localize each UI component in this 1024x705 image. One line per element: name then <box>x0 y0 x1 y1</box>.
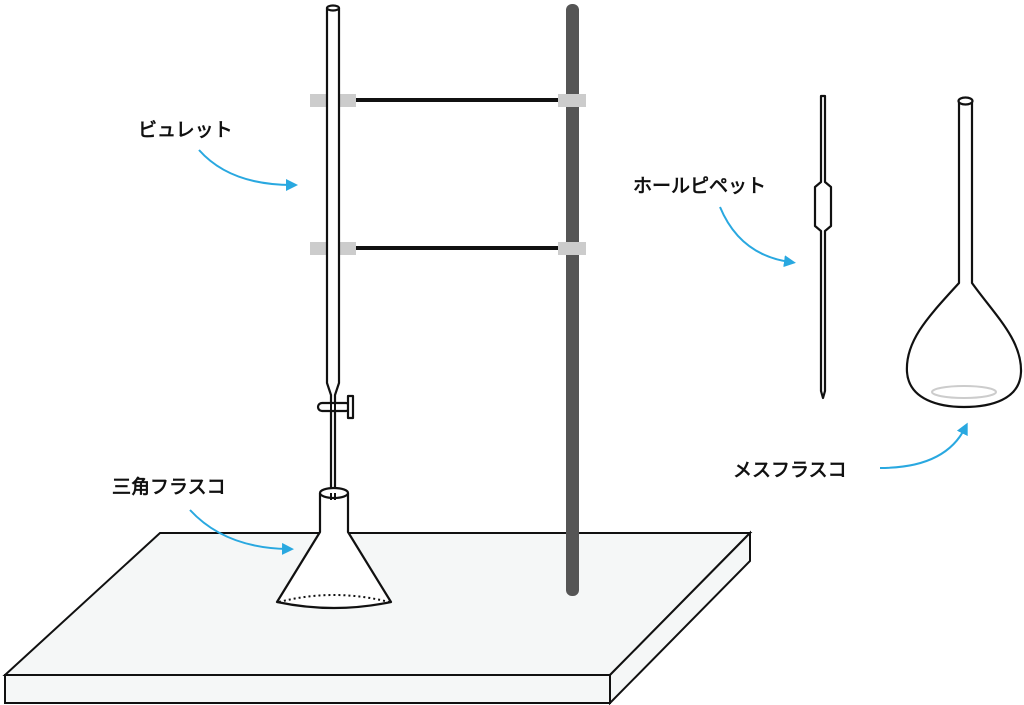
volumetric-flask <box>905 96 1023 409</box>
label-pipette-group: ホールピペット <box>633 175 796 268</box>
base-plate <box>2 530 753 705</box>
arrow-icon <box>198 149 298 191</box>
label-erlenmeyer-group: 三角フラスコ <box>112 475 294 555</box>
label-whole-pipette: ホールピペット <box>633 175 766 197</box>
arrow-icon <box>879 422 968 469</box>
arrow-icon <box>719 206 796 268</box>
label-burette-group: ビュレット <box>138 119 298 191</box>
label-volumetric-group: メスフラスコ <box>733 422 968 481</box>
label-erlenmeyer-flask: 三角フラスコ <box>112 475 226 498</box>
clamp-lower <box>310 242 586 255</box>
arrow-icon <box>189 509 294 555</box>
stand-rod <box>566 4 579 596</box>
label-burette: ビュレット <box>138 119 233 141</box>
label-volumetric-flask: メスフラスコ <box>733 459 847 481</box>
erlenmeyer-flask <box>275 486 393 610</box>
clamp-upper <box>310 94 586 107</box>
whole-pipette <box>813 94 833 400</box>
